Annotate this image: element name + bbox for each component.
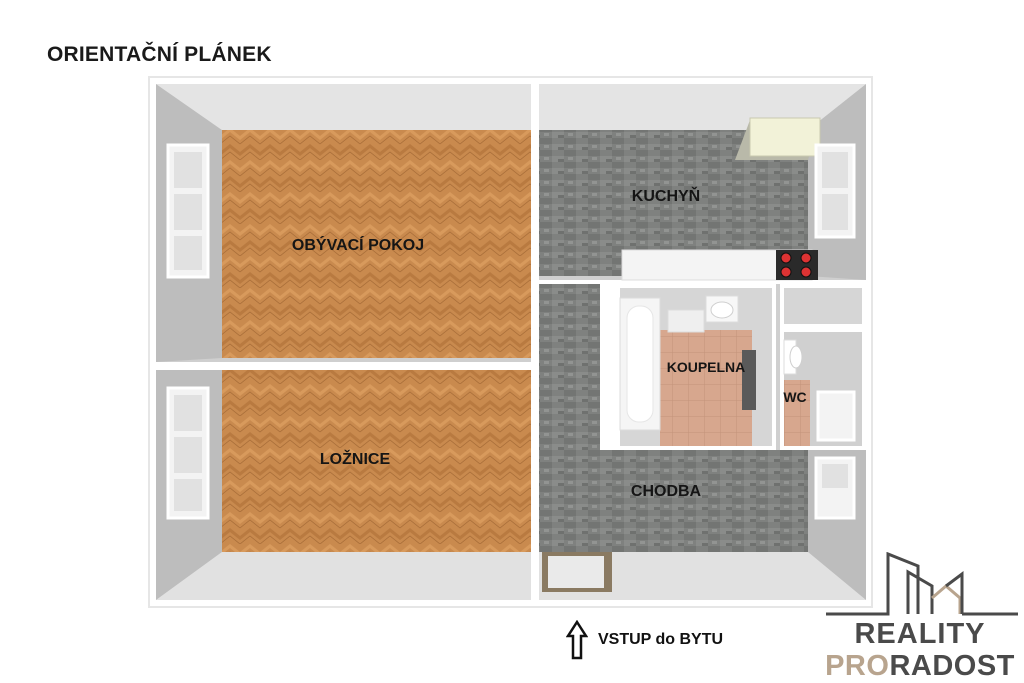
room-label-bathroom: KOUPELNA bbox=[666, 359, 746, 375]
kitchen bbox=[539, 84, 866, 281]
logo-text-pro: PRO bbox=[825, 650, 890, 682]
logo-text-proradost: PRORADOST bbox=[822, 650, 1018, 683]
wc bbox=[780, 284, 866, 450]
kitchen-cabinet bbox=[735, 117, 821, 160]
kitchen-counter bbox=[621, 249, 818, 281]
doormat bbox=[542, 552, 612, 592]
room-label-kitchen: KUCHYŇ bbox=[631, 188, 701, 205]
room-label-living-room: OBÝVACÍ POKOJ bbox=[291, 237, 425, 254]
bathroom bbox=[600, 284, 776, 450]
window-icon bbox=[166, 386, 210, 520]
sink-icon bbox=[705, 295, 739, 323]
company-logo: REALITY PRORADOST bbox=[822, 552, 1022, 682]
entrance-marker: VSTUP do BYTU bbox=[566, 620, 723, 660]
window-icon bbox=[166, 143, 210, 279]
bathtub-icon bbox=[619, 297, 661, 431]
stove-icon bbox=[780, 252, 812, 278]
living-room bbox=[156, 84, 531, 362]
window-icon bbox=[814, 143, 856, 239]
logo-text-reality: REALITY bbox=[854, 618, 986, 650]
room-label-bedroom: LOŽNICE bbox=[319, 451, 391, 468]
entrance-label: VSTUP do BYTU bbox=[598, 631, 724, 648]
logo-text-radost: RADOST bbox=[889, 650, 1015, 682]
bedroom bbox=[156, 370, 531, 600]
arrow-up-icon bbox=[566, 620, 588, 660]
plan-title: ORIENTAČNÍ PLÁNEK bbox=[47, 43, 272, 66]
room-label-wc: WC bbox=[783, 389, 807, 405]
window-icon bbox=[816, 390, 856, 442]
building-logo-icon bbox=[826, 552, 1018, 616]
toilet-icon bbox=[783, 339, 803, 375]
window-icon bbox=[814, 456, 856, 520]
room-label-hallway: CHODBA bbox=[630, 483, 702, 500]
